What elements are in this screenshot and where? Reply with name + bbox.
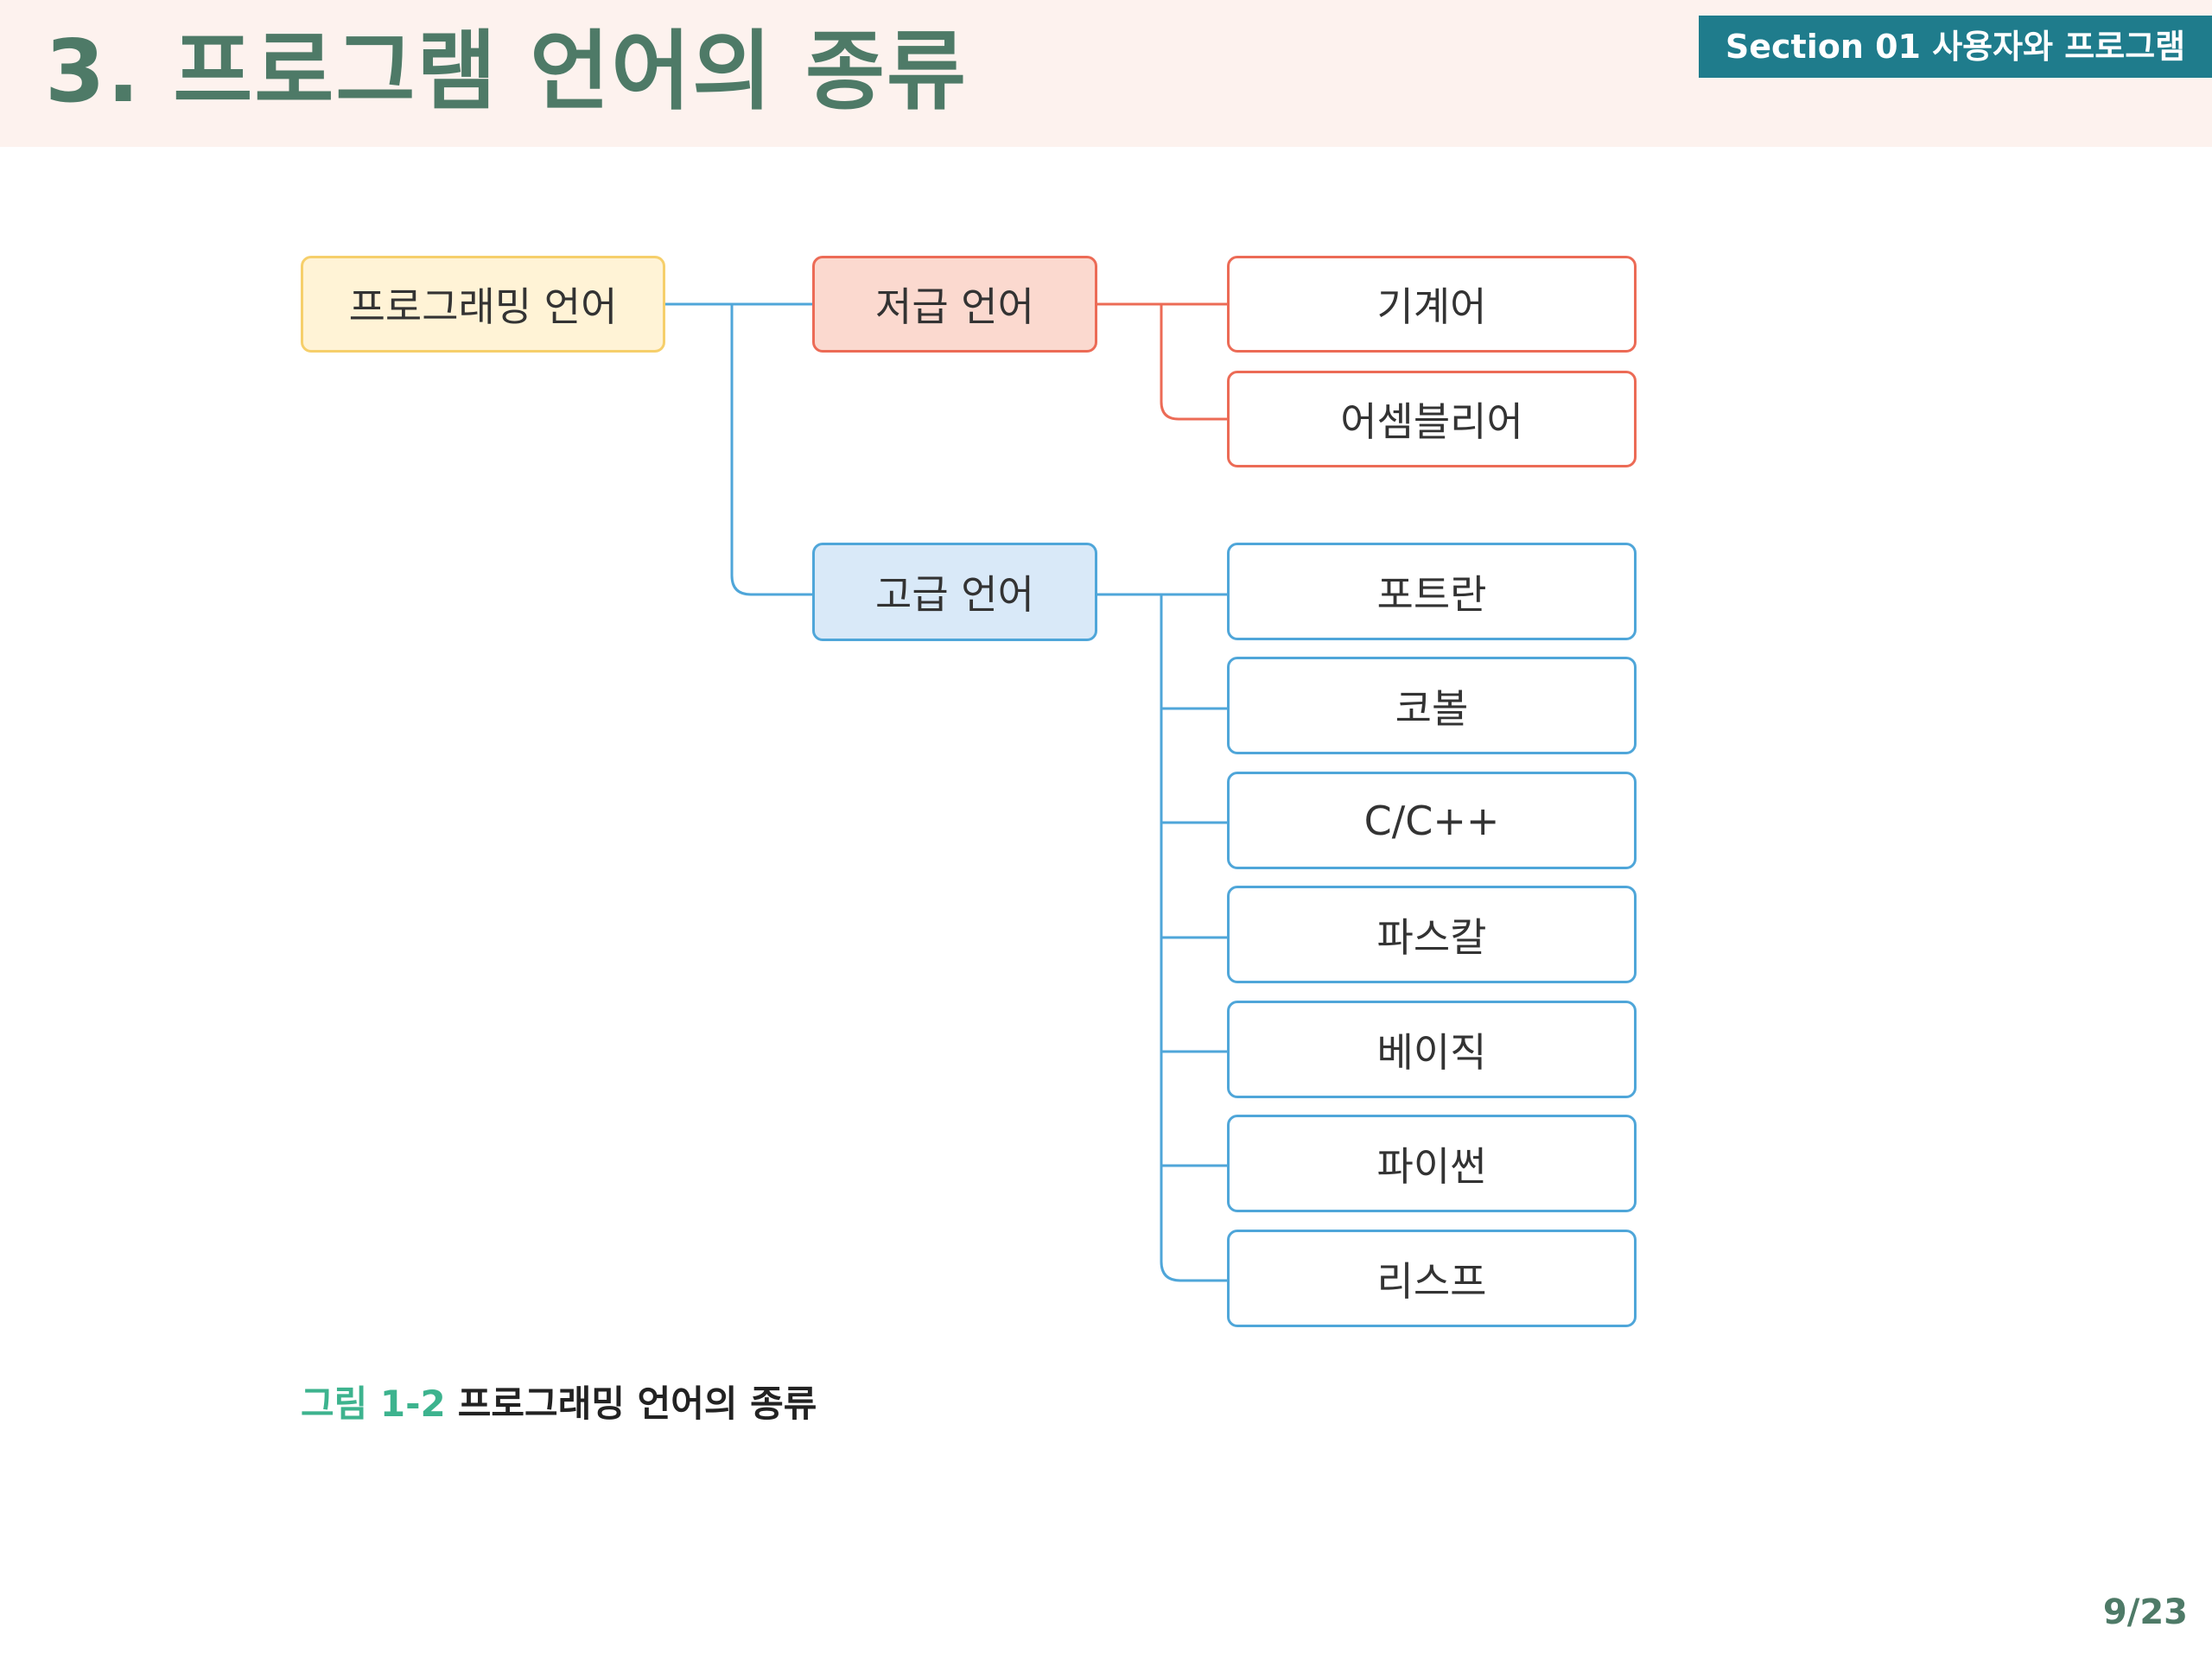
connector-high-trunk: [1097, 593, 1227, 1282]
figure-caption: 그림 1-2 프로그래밍 언어의 종류: [301, 1378, 817, 1430]
slide-title: 3. 프로그램 언어의 종류: [45, 21, 969, 122]
node-low-level-language: 저급 언어: [812, 256, 1097, 353]
figure-caption-text: 프로그래밍 언어의 종류: [457, 1382, 817, 1425]
section-tag: Section 01 사용자와 프로그램: [1699, 16, 2212, 78]
figure-caption-label: 그림 1-2: [301, 1382, 446, 1425]
connector-low-to-assembly: [1160, 304, 1227, 421]
node-python: 파이썬: [1227, 1115, 1637, 1212]
node-machine-language: 기계어: [1227, 256, 1637, 353]
node-fortran: 포트란: [1227, 543, 1637, 640]
page-number: 9/23: [2102, 1592, 2188, 1632]
connector-root-to-high: [730, 304, 812, 596]
node-assembly-language: 어셈블리어: [1227, 371, 1637, 467]
node-basic: 베이직: [1227, 1001, 1637, 1098]
node-high-level-language: 고급 언어: [812, 543, 1097, 641]
node-cobol: 코볼: [1227, 657, 1637, 754]
node-c-cpp: C/C++: [1227, 772, 1637, 869]
node-pascal: 파스칼: [1227, 886, 1637, 983]
node-lisp: 리스프: [1227, 1230, 1637, 1327]
node-programming-language: 프로그래밍 언어: [301, 256, 665, 353]
